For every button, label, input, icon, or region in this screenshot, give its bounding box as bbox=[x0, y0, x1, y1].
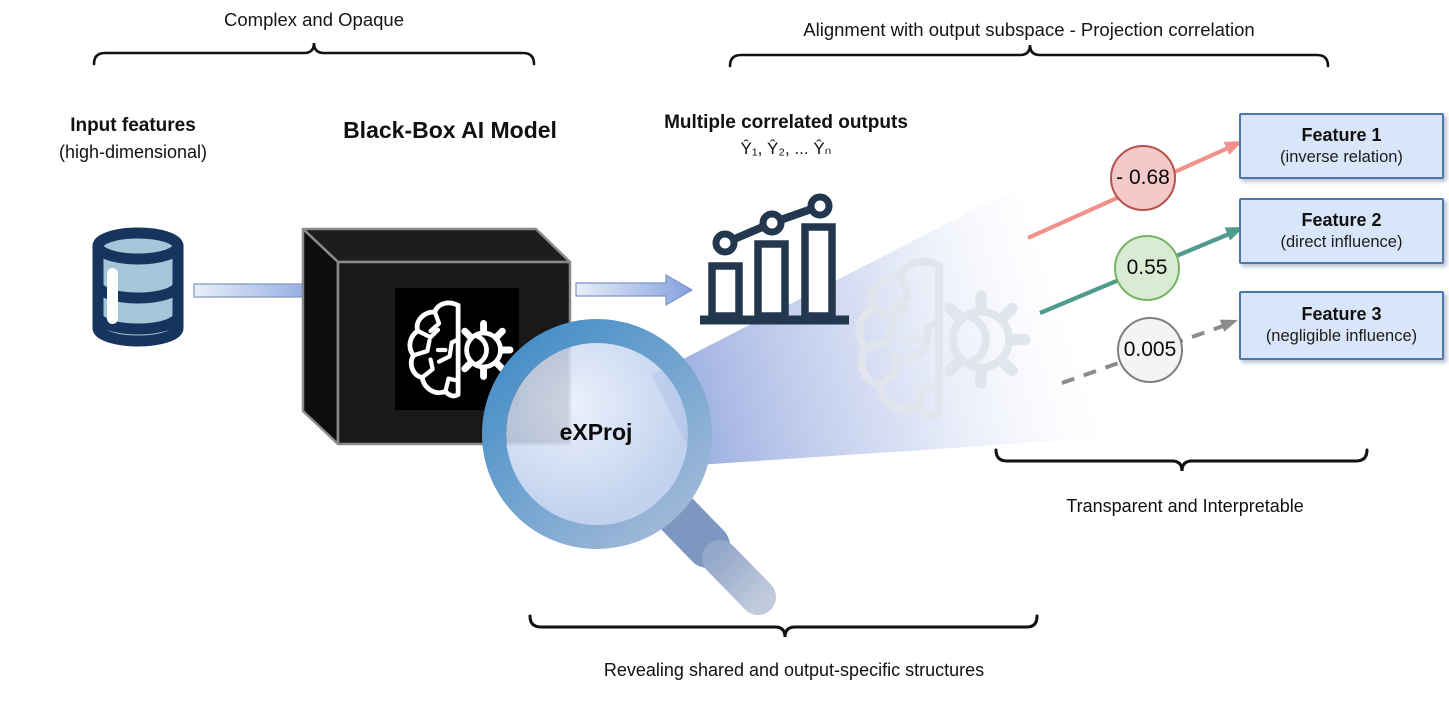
feature-box-2: Feature 2 (direct influence) bbox=[1239, 198, 1444, 264]
feature-title: Feature 1 bbox=[1301, 124, 1382, 145]
projection-beam bbox=[652, 188, 1102, 465]
feature-title: Feature 2 bbox=[1301, 209, 1382, 230]
correlation-circle-positive: 0.55 bbox=[1114, 235, 1180, 301]
feature-subtitle: (inverse relation) bbox=[1280, 147, 1403, 166]
magnifier-icon bbox=[482, 319, 776, 615]
feature-subtitle: (direct influence) bbox=[1280, 232, 1403, 251]
bar-line-chart-icon bbox=[700, 193, 849, 325]
brace-complex-opaque bbox=[92, 42, 536, 66]
feature-box-3: Feature 3 (negligible influence) bbox=[1239, 291, 1444, 360]
magnifier-ring bbox=[482, 319, 712, 549]
black-box-left-face bbox=[301, 227, 340, 446]
feature-subtitle: (negligible influence) bbox=[1265, 327, 1418, 346]
magnifier-handle bbox=[702, 540, 776, 615]
correlation-value: - 0.68 bbox=[1116, 166, 1170, 189]
brace-alignment bbox=[728, 44, 1330, 68]
correlation-value: 0.005 bbox=[1123, 338, 1177, 361]
database-highlight bbox=[107, 268, 118, 324]
magnifier-lens bbox=[506, 343, 688, 525]
correlation-circle-negative: - 0.68 bbox=[1110, 145, 1176, 211]
feature-title: Feature 3 bbox=[1301, 304, 1382, 325]
brace-revealing bbox=[528, 614, 1039, 638]
correlation-circle-negligible: 0.005 bbox=[1117, 317, 1183, 383]
output-flow-arrow bbox=[575, 273, 694, 307]
brace-transparent bbox=[994, 448, 1369, 472]
magnifier-ferrule bbox=[654, 491, 730, 568]
correlation-arrow-negligible bbox=[1061, 319, 1238, 385]
feature-box-1: Feature 1 (inverse relation) bbox=[1239, 113, 1444, 179]
black-box-top-face bbox=[301, 227, 572, 264]
correlation-value: 0.55 bbox=[1126, 256, 1168, 279]
